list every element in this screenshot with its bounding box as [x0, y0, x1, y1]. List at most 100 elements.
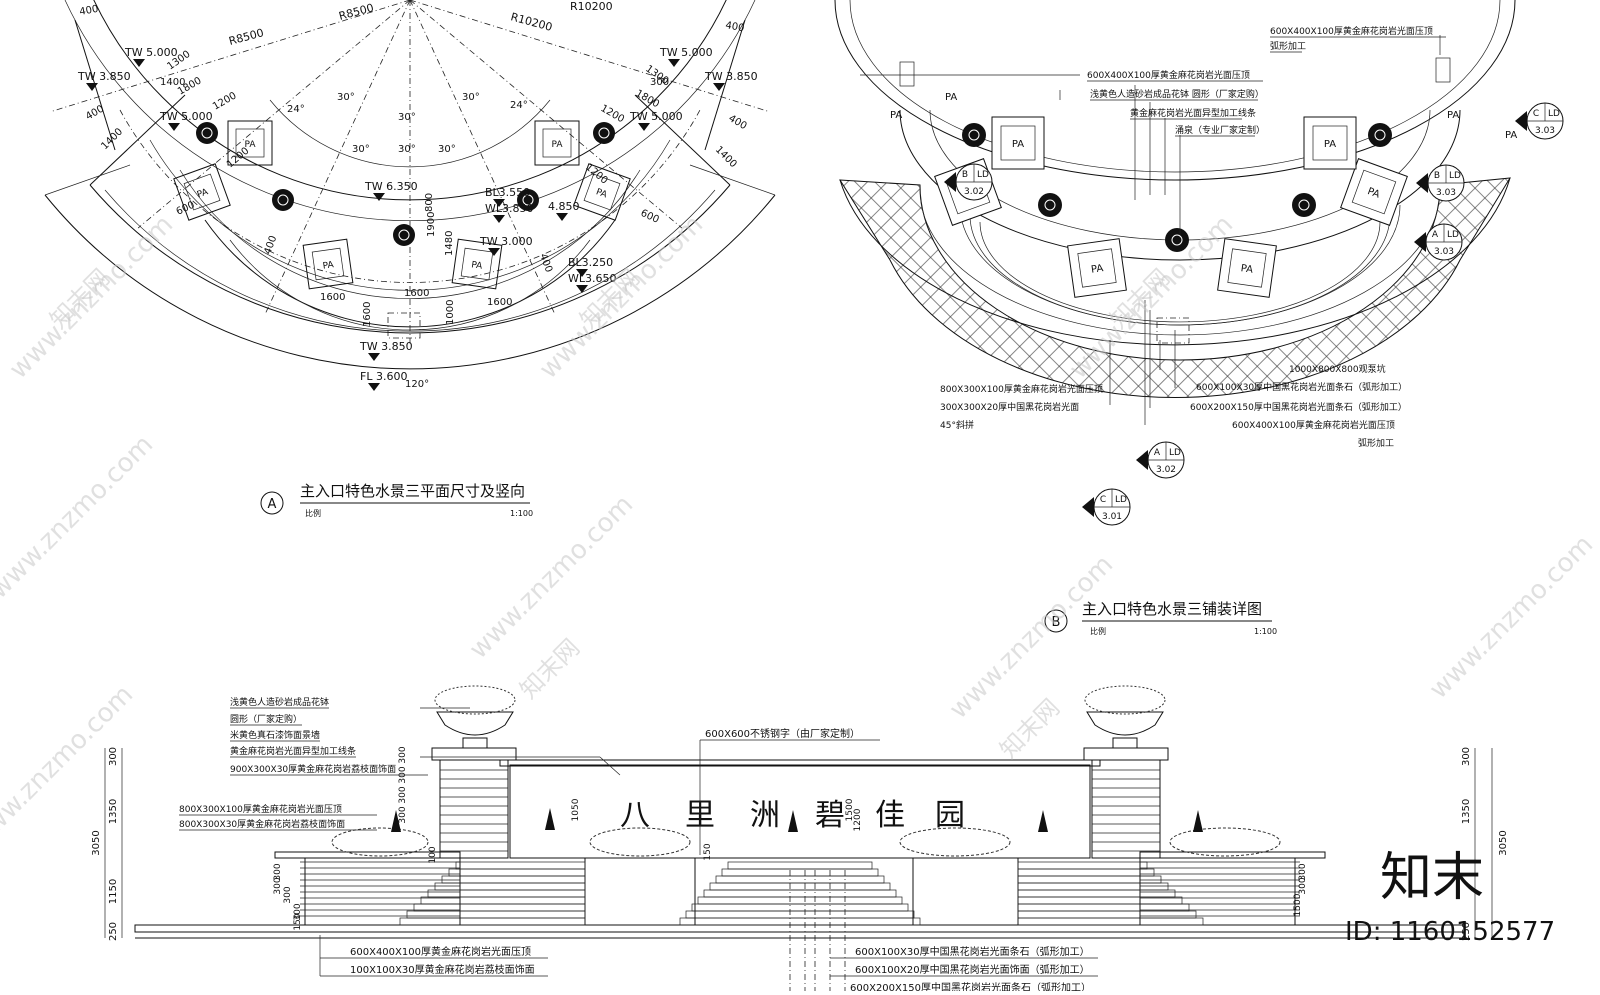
planter-label: PA	[196, 187, 211, 200]
stair-tread	[685, 910, 915, 919]
stair-tread	[441, 875, 586, 884]
level-text: TW 5.000	[124, 46, 178, 59]
arc-8	[89, 184, 731, 334]
level-text: TW 3.850	[704, 70, 758, 83]
urn-pedestal	[462, 737, 488, 749]
callout-sheet: 3.03	[1434, 247, 1454, 257]
level-triangle	[168, 123, 180, 131]
stair-tread	[434, 882, 586, 891]
stair-tread	[448, 868, 586, 877]
fountain-ring	[968, 129, 980, 141]
note-text: 600X400X100厚黄金麻花岗岩光面压顶	[1087, 69, 1250, 81]
title-marker-b-letter: B	[1052, 615, 1061, 630]
feature-wall	[509, 764, 1091, 859]
shrub	[1169, 827, 1281, 857]
panel-b-scale-label: 比例	[1090, 626, 1106, 636]
dimension-text: 800	[424, 193, 435, 212]
planter-label: PA	[1240, 263, 1254, 276]
stair-tread	[399, 917, 586, 926]
radial-line	[264, 0, 411, 314]
planter-inner	[583, 173, 621, 211]
dimension-text: 1200	[599, 103, 627, 125]
planter-box: PA	[1303, 116, 1357, 170]
callout-sheet: 3.02	[1156, 465, 1176, 475]
fountain-ring	[1171, 234, 1183, 246]
dimension-text: 400	[262, 234, 279, 256]
callout-code: LD	[1449, 171, 1461, 181]
angle-text: 30°	[398, 144, 416, 155]
outer-ring-b	[834, 0, 1516, 181]
arc-2	[44, 194, 776, 370]
planter-inner	[1077, 248, 1117, 288]
urn-pedestal	[1112, 737, 1138, 749]
fountain-ring	[1374, 129, 1386, 141]
planter-cap-left	[274, 851, 461, 859]
note-text: 浅黄色人造砂岩成品花钵 圆形（厂家定购）	[1090, 88, 1264, 100]
dim-text: 250	[1461, 922, 1472, 941]
level-text: TW 6.350	[364, 180, 418, 193]
panel-a-title: 主入口特色水景三平面尺寸及竖向	[300, 482, 525, 500]
note-text: 100X100X30厚黄金麻花岗岩荔枝面饰面	[350, 963, 535, 976]
fountain-ring	[277, 194, 289, 206]
note-text: 45°斜拼	[940, 419, 974, 431]
level-text: TW 5.000	[629, 110, 683, 123]
angle-text: 120°	[405, 379, 429, 390]
topiary	[391, 810, 401, 832]
shrub	[899, 827, 1011, 857]
level-triangle	[713, 83, 725, 91]
dim-text: 300	[273, 863, 283, 880]
outer-ring-b2	[849, 0, 1501, 173]
elevation-notes: 浅黄色人造砂岩成品花钵圆形（厂家定购）米黄色真石漆饰面景墙黄金麻花岗岩光面异型加…	[179, 696, 1102, 995]
level-text: 4.850	[548, 200, 580, 213]
planter-outer	[1067, 238, 1127, 298]
dimension-text: 1400	[160, 77, 185, 88]
planter-box: PA	[173, 163, 231, 221]
watermark: www.znzmo.com	[0, 430, 159, 605]
stairs	[300, 769, 1300, 926]
paving-label: PA	[945, 92, 957, 103]
level-text: TW 5.000	[659, 46, 713, 59]
fountain-jet	[517, 189, 539, 211]
note-text: 1000X800X800观泵坑	[1289, 363, 1386, 375]
radius-text: R8500	[337, 1, 375, 23]
watermark: www.znzmo.com	[0, 680, 139, 855]
planter-center-right	[912, 857, 1019, 926]
front-elevation: 八里洲碧佳园 浅黄色人造砂岩成品花钵圆形（厂家定购）米黄色真石漆饰面景墙黄金麻花…	[91, 685, 1509, 995]
planter-inner	[1227, 248, 1267, 288]
fountain-jet	[1038, 193, 1062, 217]
level-text: WL3.650	[568, 272, 617, 285]
shrub	[331, 827, 429, 857]
angle-text: 30°	[337, 92, 355, 103]
watermark: www.znzmo.com	[1424, 530, 1599, 705]
dim-text: 300	[273, 877, 283, 894]
coping-piece-left	[899, 61, 915, 87]
stair-tread	[455, 861, 586, 870]
sign-character: 园	[935, 798, 965, 833]
stair-tread	[709, 882, 891, 891]
fountain-ring	[1298, 199, 1310, 211]
dim-text: 300	[1298, 863, 1308, 880]
callout-letter: B	[1434, 171, 1440, 181]
callout-arrow	[944, 172, 956, 192]
planter-box: PA	[1340, 158, 1408, 226]
stair-tread	[715, 875, 885, 884]
dim-text: 300	[398, 786, 408, 803]
planter-outer	[534, 120, 580, 166]
planter-inner	[1000, 125, 1036, 161]
dim-text: 1050	[571, 798, 581, 821]
note-text: 黄金麻花岗岩光面异型加工线条	[230, 745, 356, 757]
stair-tread	[1017, 889, 1176, 898]
note-text: 浅黄色人造砂岩成品花钵	[230, 696, 329, 708]
sign-character: 洲	[750, 798, 780, 833]
note-text: 600X400X100厚黄金麻花岗岩光面压顶	[350, 945, 531, 958]
dimension-text: 600	[639, 208, 661, 226]
planter-label: PA	[1012, 139, 1024, 150]
fountain-jet	[272, 189, 294, 211]
leader	[599, 756, 621, 776]
arc-9	[104, 189, 716, 332]
